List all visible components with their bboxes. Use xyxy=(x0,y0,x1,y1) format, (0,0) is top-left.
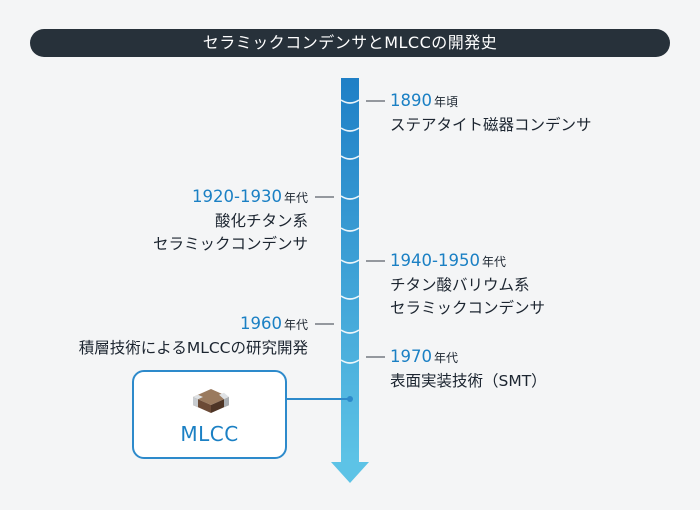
event-description: ステアタイト磁器コンデンサ xyxy=(390,116,592,134)
event-description: 積層技術によるMLCCの研究開発 xyxy=(78,339,308,357)
connector-mlcc-dot xyxy=(347,396,353,402)
event-suffix: 年頃 xyxy=(434,95,459,109)
timeline-bar xyxy=(341,78,359,462)
event-year: 1960 xyxy=(239,314,282,333)
event-description: 酸化チタン系 xyxy=(214,212,308,230)
event-year: 1920-1930 xyxy=(192,187,282,206)
mlcc-chip-icon xyxy=(193,389,229,413)
event-description: 表面実装技術（SMT） xyxy=(390,372,547,390)
event-suffix: 年代 xyxy=(283,318,308,332)
event-year: 1940-1950 xyxy=(390,251,480,270)
mlcc-callout-box: MLCC xyxy=(132,370,287,459)
mlcc-label: MLCC xyxy=(180,422,239,446)
event-suffix: 年代 xyxy=(434,351,459,365)
event-description: チタン酸バリウム系 xyxy=(390,276,530,294)
event-year: 1890 xyxy=(390,91,432,110)
event-description: セラミックコンデンサ xyxy=(152,235,308,253)
event-suffix: 年代 xyxy=(283,191,308,205)
timeline-notches xyxy=(340,99,360,364)
event-year: 1970 xyxy=(390,347,432,366)
page-title: セラミックコンデンサとMLCCの開発史 xyxy=(30,29,670,57)
event-description: セラミックコンデンサ xyxy=(390,299,546,317)
timeline-arrowhead xyxy=(331,462,369,483)
event-suffix: 年代 xyxy=(481,255,506,269)
